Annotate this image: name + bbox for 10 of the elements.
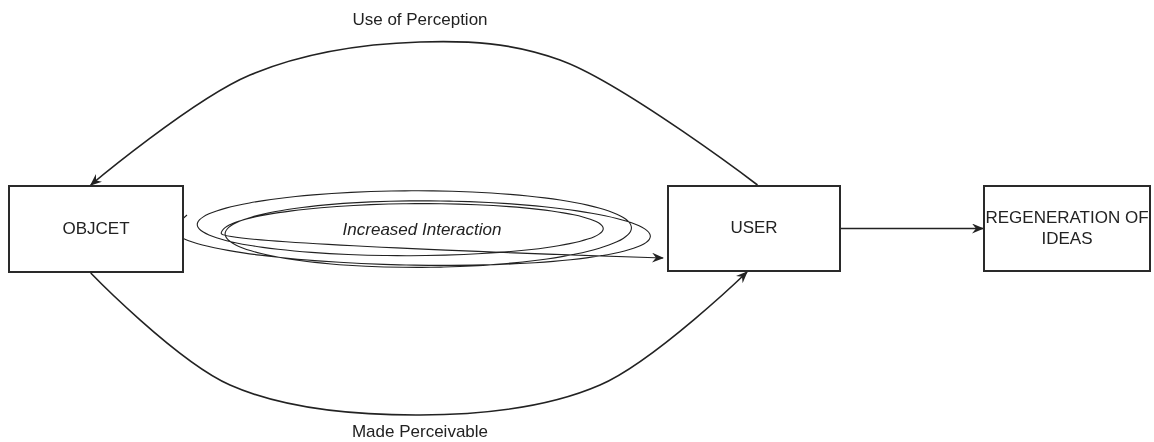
process-box	[8, 185, 184, 273]
arrow	[840, 223, 984, 234]
edge-label: Increased Interaction	[341, 220, 503, 240]
process-box	[667, 185, 841, 272]
arrow	[89, 40, 759, 186]
arrow	[89, 271, 748, 416]
box-label: REGENERATION OF IDEAS	[985, 208, 1149, 249]
process-box	[983, 185, 1151, 272]
box-label: USER	[730, 218, 778, 239]
box-label: OBJCET	[62, 218, 130, 240]
